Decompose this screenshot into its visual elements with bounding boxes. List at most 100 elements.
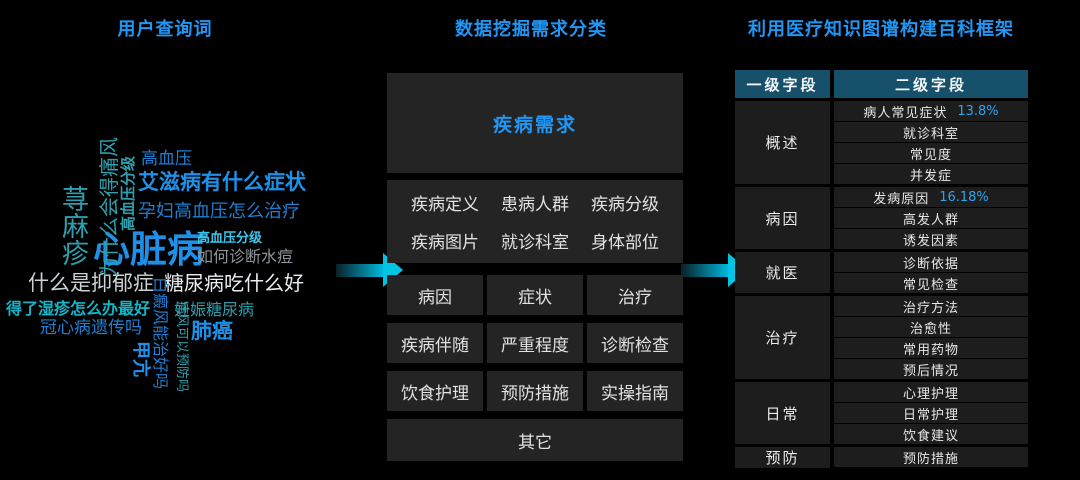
category-cell: 疾病伴随 bbox=[387, 323, 483, 363]
disease-need-box: 疾病需求 bbox=[387, 73, 683, 173]
category-cell: 实操指南 bbox=[587, 371, 683, 411]
wordcloud-term: 荨麻疹 bbox=[57, 185, 88, 266]
field-label: 常见度 bbox=[909, 147, 952, 163]
field-group: 概述 病人常见症状 13.8% 就诊科室常见度并发症 bbox=[735, 101, 1028, 184]
level2-field-cell: 诱发因素 bbox=[834, 229, 1028, 249]
category-cell: 症状 bbox=[487, 275, 583, 315]
title-knowledge-graph-framework: 利用医疗知识图谱构建百科框架 bbox=[748, 19, 1014, 40]
level2-field-cell: 高发人群 bbox=[834, 208, 1028, 228]
level2-field-cell: 并发症 bbox=[834, 164, 1028, 184]
wordcloud-term: 白癜风能治好吗 bbox=[151, 277, 170, 390]
field-label: 饮食建议 bbox=[902, 428, 959, 444]
wordcloud-term: 高血压分级 bbox=[119, 155, 137, 231]
level2-field-cell: 常见度 bbox=[834, 143, 1028, 163]
wordcloud-term: 糖尿病吃什么好 bbox=[164, 271, 304, 295]
level2-field-rows: 心理护理日常护理饮食建议 bbox=[834, 382, 1028, 444]
header-level1-fields: 一级字段 bbox=[735, 70, 830, 98]
need-category-grid: 病因 症状 治疗 疾病伴随 严重程度 诊断检查 饮食护理 预防措施 实操指南 bbox=[387, 275, 683, 411]
field-label: 预防措施 bbox=[902, 451, 959, 467]
wordcloud-term: 什么是抑郁症 bbox=[28, 271, 154, 295]
wordcloud-term: 高血压分级 bbox=[197, 231, 263, 246]
field-label: 日常护理 bbox=[902, 407, 959, 423]
field-group: 就医诊断依据常见检查 bbox=[735, 252, 1028, 293]
field-label: 治愈性 bbox=[909, 321, 952, 337]
category-cell: 预防措施 bbox=[487, 371, 583, 411]
field-label: 就诊科室 bbox=[902, 126, 959, 142]
title-data-mining-classification: 数据挖掘需求分类 bbox=[455, 19, 607, 40]
attribute-item: 疾病定义 bbox=[411, 195, 479, 215]
level2-field-cell: 就诊科室 bbox=[834, 122, 1028, 142]
wordcloud-term: 心脏病 bbox=[93, 228, 204, 271]
arrow-shaft bbox=[681, 263, 728, 277]
field-group: 预防 预防措施 bbox=[735, 447, 1028, 468]
wordcloud-term: 孕妇高血压怎么治疗 bbox=[138, 201, 300, 222]
level2-field-rows: 发病原因 16.18% 高发人群诱发因素 bbox=[834, 187, 1028, 249]
category-cell: 严重程度 bbox=[487, 323, 583, 363]
level2-field-cell: 预防措施 bbox=[834, 447, 1028, 467]
field-label: 高发人群 bbox=[902, 212, 959, 228]
field-table-header: 一级字段 二级字段 bbox=[735, 70, 1028, 98]
wordcloud-term: 如何诊断水痘 bbox=[197, 247, 294, 266]
field-percentage: 16.18% bbox=[939, 189, 989, 205]
level1-field-cell: 预防 bbox=[735, 447, 830, 468]
field-group: 治疗治疗方法治愈性常用药物预后情况 bbox=[735, 296, 1028, 379]
wordcloud-term: 冠心病遗传吗 bbox=[40, 318, 142, 338]
wordcloud-term: 妊娠糖尿病 bbox=[174, 300, 255, 319]
field-label: 诊断依据 bbox=[902, 256, 959, 272]
attribute-item: 患病人群 bbox=[501, 195, 569, 215]
field-label: 预后情况 bbox=[902, 363, 959, 379]
level2-field-rows: 预防措施 bbox=[834, 447, 1028, 468]
wordcloud-term: 痛风可以预防吗 bbox=[174, 301, 189, 393]
field-label: 病人常见症状 bbox=[863, 105, 948, 121]
disease-attributes-grid: 疾病定义 患病人群 疾病分级 疾病图片 就诊科室 身体部位 bbox=[411, 190, 659, 253]
field-label: 常用药物 bbox=[902, 342, 959, 358]
field-label: 心理护理 bbox=[902, 386, 959, 402]
field-percentage: 13.8% bbox=[957, 103, 999, 119]
attribute-item: 身体部位 bbox=[591, 233, 659, 253]
level2-field-cell: 治疗方法 bbox=[834, 296, 1028, 316]
level2-field-cell: 日常护理 bbox=[834, 403, 1028, 423]
field-label: 诱发因素 bbox=[902, 233, 959, 249]
wordcloud-term: 高血压 bbox=[141, 149, 192, 169]
wordcloud-term: 为什么会得痛风 bbox=[97, 137, 121, 277]
category-cell: 饮食护理 bbox=[387, 371, 483, 411]
level2-field-cell: 发病原因 16.18% bbox=[834, 187, 1028, 207]
level2-field-cell: 治愈性 bbox=[834, 317, 1028, 337]
wordcloud-term: 得了湿疹怎么办最好 bbox=[6, 299, 151, 318]
other-category-box: 其它 bbox=[387, 419, 683, 461]
level1-field-cell: 治疗 bbox=[735, 296, 830, 379]
level2-field-rows: 病人常见症状 13.8% 就诊科室常见度并发症 bbox=[834, 101, 1028, 184]
field-label: 并发症 bbox=[909, 168, 952, 184]
title-user-query-words: 用户查询词 bbox=[117, 19, 213, 40]
category-cell: 治疗 bbox=[587, 275, 683, 315]
word-cloud: 高血压艾滋病有什么症状孕妇高血压怎么治疗心脏病高血压分级如何诊断水痘什么是抑郁症… bbox=[0, 0, 340, 480]
level2-field-cell: 预后情况 bbox=[834, 359, 1028, 379]
arrow-shaft bbox=[336, 263, 383, 277]
category-cell: 病因 bbox=[387, 275, 483, 315]
level2-field-rows: 治疗方法治愈性常用药物预后情况 bbox=[834, 296, 1028, 379]
level1-field-cell: 日常 bbox=[735, 382, 830, 444]
field-group: 日常心理护理日常护理饮食建议 bbox=[735, 382, 1028, 444]
level2-field-cell: 饮食建议 bbox=[834, 424, 1028, 444]
header-level2-fields: 二级字段 bbox=[834, 70, 1028, 98]
level1-field-cell: 概述 bbox=[735, 101, 830, 184]
attribute-item: 疾病分级 bbox=[591, 195, 659, 215]
level2-field-cell: 心理护理 bbox=[834, 382, 1028, 402]
level2-field-cell: 诊断依据 bbox=[834, 252, 1028, 272]
category-cell: 诊断检查 bbox=[587, 323, 683, 363]
level2-field-rows: 诊断依据常见检查 bbox=[834, 252, 1028, 293]
wordcloud-term: 艾滋病有什么症状 bbox=[138, 170, 306, 194]
attribute-item: 疾病图片 bbox=[411, 233, 479, 253]
level2-field-cell: 常用药物 bbox=[834, 338, 1028, 358]
field-label: 发病原因 bbox=[873, 191, 930, 207]
field-label: 治疗方法 bbox=[902, 300, 959, 316]
wordcloud-term: 甲亢 bbox=[130, 341, 151, 377]
level1-field-cell: 就医 bbox=[735, 252, 830, 293]
field-label: 常见检查 bbox=[902, 277, 959, 293]
wordcloud-term: 肺癌 bbox=[191, 319, 233, 343]
level2-field-cell: 常见检查 bbox=[834, 273, 1028, 293]
